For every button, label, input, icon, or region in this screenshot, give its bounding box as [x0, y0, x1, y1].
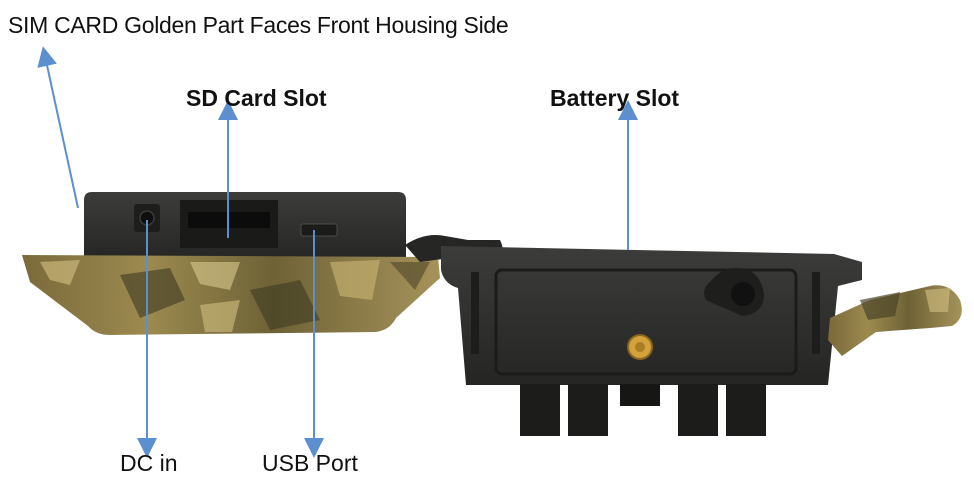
front-housing	[22, 192, 440, 335]
sim-card-label: SIM CARD Golden Part Faces Front Housing…	[8, 12, 509, 38]
usb-port-label: USB Port	[262, 450, 358, 476]
foot	[678, 384, 718, 436]
battery-slot-label: Battery Slot	[550, 85, 680, 111]
dc-in-label: DC in	[120, 450, 178, 476]
foot	[568, 384, 608, 436]
arrow-sim-card	[37, 46, 79, 209]
foot	[726, 384, 766, 436]
foot	[520, 384, 560, 436]
usb-port	[300, 223, 338, 237]
sd-card-slot-label: SD Card Slot	[186, 85, 327, 111]
back-housing	[441, 246, 962, 436]
pointer-arrows	[37, 46, 638, 458]
